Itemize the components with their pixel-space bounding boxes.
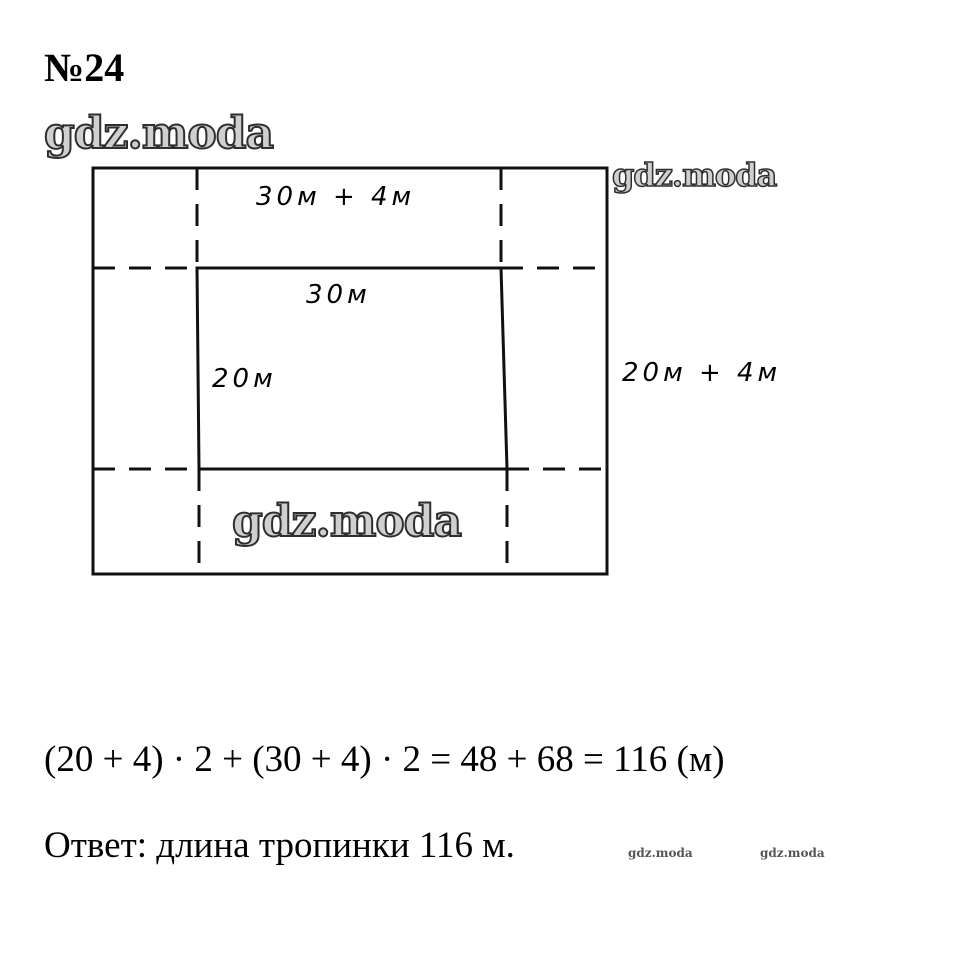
problem-number: №24	[44, 45, 125, 90]
watermark-small-1: gdz.moda	[628, 846, 693, 860]
watermark-top: gdz.moda	[43, 107, 275, 160]
outer-rectangle	[91, 166, 609, 576]
outer-top-label: 30м + 4м	[256, 182, 416, 212]
watermark-right: gdz.moda	[611, 155, 778, 195]
outer-side-label: 20м + 4м	[622, 358, 782, 388]
inner-top-label: 30м	[306, 280, 371, 310]
solution-answer: Ответ: длина тропинки 116 м.	[44, 825, 515, 866]
watermark-small-2: gdz.moda	[760, 846, 825, 860]
watermark-center: gdz.moda	[231, 495, 463, 548]
inner-side-label: 20м	[212, 364, 277, 394]
solution-equation: (20 + 4) · 2 + (30 + 4) · 2 = 48 + 68 = …	[44, 739, 725, 780]
